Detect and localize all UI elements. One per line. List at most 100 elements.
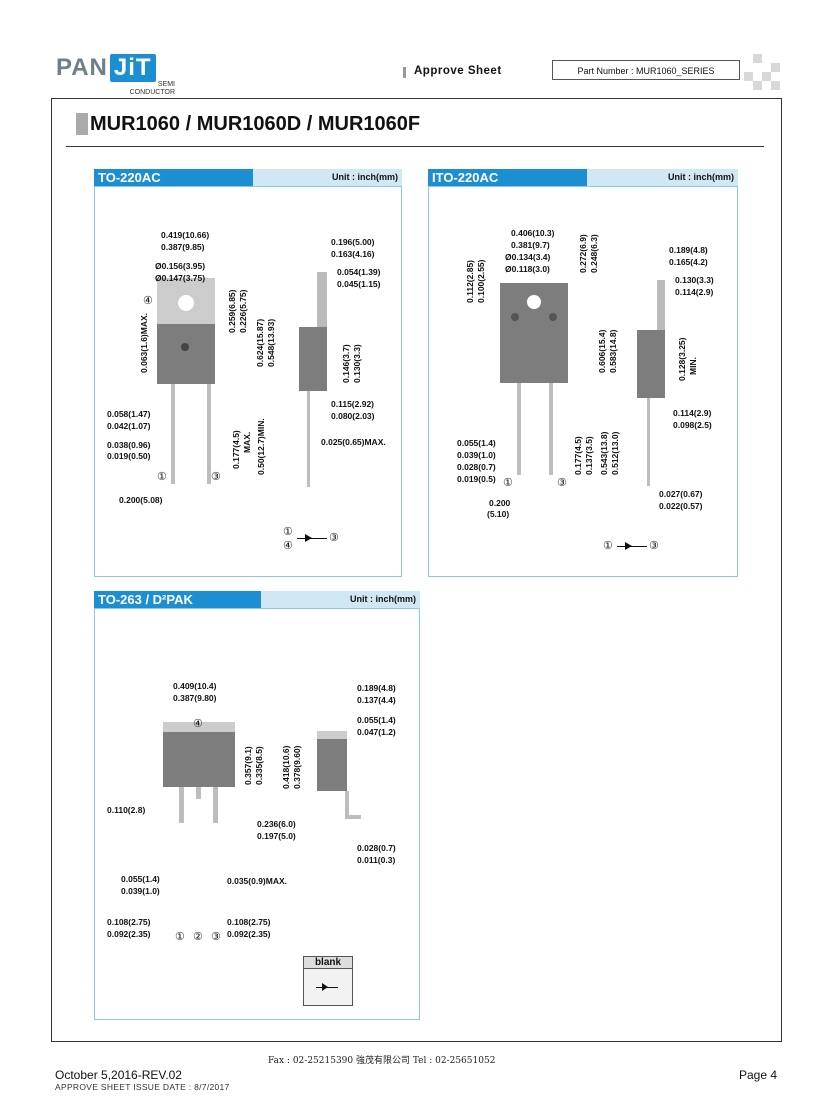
contact-line: Fax : 02-25215390 強茂有限公司 Tel : 02-256510…	[268, 1056, 496, 1066]
dim-label: 0.039(1.0)	[457, 450, 496, 460]
dim-label: 0.177(4.5)	[231, 430, 241, 469]
diode-arrow-icon	[625, 542, 632, 550]
lead-3	[549, 383, 553, 475]
dim-label: 0.128(3.25)	[677, 337, 687, 381]
dim-label: 0.019(0.50)	[107, 451, 151, 461]
lead-1	[171, 384, 175, 484]
package-body	[163, 732, 235, 787]
pin-label: ③	[649, 540, 659, 552]
lead-2	[196, 787, 201, 799]
side-tab	[317, 272, 327, 327]
ejector-mark	[549, 313, 557, 321]
dim-label: 0.406(10.3)	[511, 228, 555, 238]
pinout-legend: blank	[303, 956, 353, 1006]
dim-label: 0.025(0.65)MAX.	[321, 437, 386, 447]
panel-title: TO-263 / D²PAK	[94, 591, 261, 608]
dim-label: 0.165(4.2)	[669, 257, 708, 267]
part-number-box: Part Number : MUR1060_SERIES	[552, 60, 740, 80]
pin-label: ①	[503, 477, 513, 489]
dim-label: Ø0.134(3.4)	[505, 252, 551, 262]
dim-label: 0.226(5.75)	[238, 289, 248, 333]
diode-symbol	[297, 538, 327, 539]
dim-label: 0.409(10.4)	[173, 681, 217, 691]
dim-label: 0.045(1.15)	[337, 279, 381, 289]
pin-label: ④	[143, 295, 153, 307]
logo-text: PAN	[56, 54, 108, 81]
lead-1	[517, 383, 521, 475]
pin-label: ①	[603, 540, 613, 552]
title-divider	[66, 146, 764, 147]
dim-label: 0.137(3.5)	[584, 436, 594, 475]
dim-label: 0.055(1.4)	[121, 874, 160, 884]
dim-label: 0.063(1.6)MAX.	[139, 313, 149, 373]
dim-label: 0.200(5.08)	[119, 495, 163, 505]
dim-label: 0.378(9.60)	[292, 745, 302, 789]
dim-label: 0.512(13.0)	[610, 431, 620, 475]
dim-label: 0.543(13.8)	[599, 431, 609, 475]
mounting-hole	[178, 295, 194, 311]
dim-label: 0.387(9.80)	[173, 693, 217, 703]
dim-label: 0.035(0.9)MAX.	[227, 876, 287, 886]
dim-label: 0.110(2.8)	[107, 805, 146, 815]
dim-label: 0.418(10.6)	[281, 745, 291, 789]
dim-label: 0.387(9.85)	[161, 242, 205, 252]
dim-label: 0.357(9.1)	[243, 746, 253, 785]
page-number: Page 4	[739, 1068, 778, 1082]
dim-label: 0.163(4.16)	[331, 249, 375, 259]
dim-label: 0.022(0.57)	[659, 501, 703, 511]
panel-unit: Unit : inch(mm)	[587, 169, 738, 186]
dim-label: 0.028(0.7)	[357, 843, 396, 853]
dim-label: MAX.	[242, 431, 252, 453]
dim-label: 0.114(2.9)	[673, 408, 712, 418]
side-lead	[647, 398, 650, 486]
dim-label: 0.115(2.92)	[331, 399, 375, 409]
heatsink-tab	[163, 722, 235, 732]
package-body	[157, 324, 215, 384]
dim-label: 0.137(4.4)	[357, 695, 396, 705]
decorative-squares	[744, 54, 780, 90]
dim-label: 0.130(3.3)	[352, 344, 362, 383]
side-lead	[345, 791, 349, 815]
dim-label: 0.011(0.3)	[357, 855, 396, 865]
lead-1	[179, 787, 184, 823]
dim-label: 0.042(1.07)	[107, 421, 151, 431]
legend-title: blank	[304, 957, 352, 969]
diode-symbol	[617, 546, 647, 547]
pin-label: ①	[175, 931, 185, 943]
dim-label: 0.248(6.3)	[589, 234, 599, 273]
pin-label: ②	[193, 931, 203, 943]
dim-label: Ø0.147(3.75)	[155, 273, 206, 283]
mounting-hole	[527, 295, 541, 309]
dim-label: 0.189(4.8)	[669, 245, 708, 255]
approve-sheet-label: Approve Sheet	[414, 65, 502, 77]
dim-label: 0.381(9.7)	[511, 240, 550, 250]
pin-label: ①	[283, 526, 293, 538]
dim-label: 0.335(8.5)	[254, 746, 264, 785]
dim-label: 0.108(2.75)	[107, 917, 151, 927]
dim-label: 0.054(1.39)	[337, 267, 381, 277]
side-body	[299, 327, 327, 391]
panel-title: TO-220AC	[94, 169, 253, 186]
lead-3	[207, 384, 211, 484]
package-drawing: 0.112(2.85) 0.100(2.55) 0.406(10.3) 0.38…	[428, 186, 738, 577]
panel-unit: Unit : inch(mm)	[261, 591, 420, 608]
approve-marker	[403, 67, 406, 78]
dim-label: 0.055(1.4)	[457, 438, 496, 448]
revision-date: October 5,2016-REV.02	[55, 1068, 182, 1082]
dim-label: 0.039(1.0)	[121, 886, 160, 896]
side-tab	[657, 280, 665, 330]
diode-arrow-icon	[305, 534, 312, 542]
pin-label: ③	[329, 532, 339, 544]
side-lead	[307, 391, 310, 487]
side-lead-foot	[345, 815, 361, 819]
dim-label: 0.50(12.7)MIN.	[256, 418, 266, 475]
dim-label: 0.092(2.35)	[227, 929, 271, 939]
dim-label: Ø0.156(3.95)	[155, 261, 206, 271]
dim-label: 0.055(1.4)	[357, 715, 396, 725]
package-drawing: 0.419(10.66) 0.387(9.85) Ø0.156(3.95) Ø0…	[94, 186, 402, 577]
dim-label: 0.196(5.00)	[331, 237, 375, 247]
dim-label: 0.080(2.03)	[331, 411, 375, 421]
pin-label: ③	[211, 931, 221, 943]
dim-label: 0.047(1.2)	[357, 727, 396, 737]
